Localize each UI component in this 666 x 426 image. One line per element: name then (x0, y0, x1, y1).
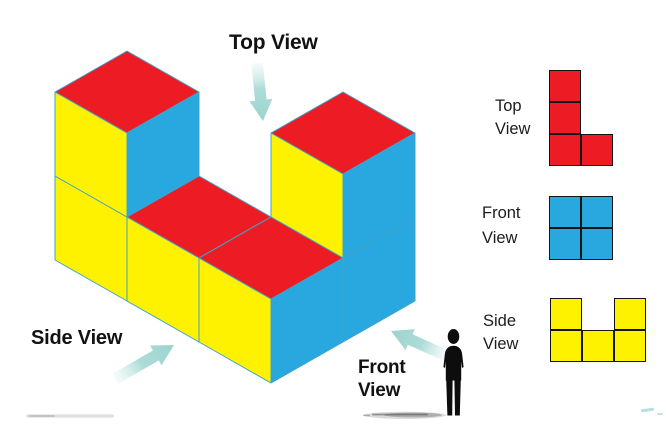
side-view-cell (614, 298, 646, 330)
panel-front-view-label: Front View (482, 201, 521, 251)
front-view-main-label-line2: View (358, 380, 401, 401)
panel-top-view-label-line2: View (495, 120, 531, 138)
cube-right-face (270, 257, 344, 384)
top-view-main-label: Top View (229, 31, 318, 54)
top-view-cell (549, 134, 581, 166)
front-view-cell (581, 196, 613, 228)
side-view-cell (550, 330, 582, 362)
teal-specks (640, 407, 663, 415)
panel-side-view-label: Side View (483, 310, 518, 356)
panel-side-view-label-line2: View (483, 335, 519, 353)
view-arrows (112, 62, 450, 384)
ground-smudge (26, 414, 114, 418)
front-view-cell (549, 228, 581, 260)
panel-top-view-label: Top View (495, 95, 530, 141)
side-view-cell (614, 330, 646, 362)
side-view-cell (550, 298, 582, 330)
top-view-arrow-icon (249, 62, 273, 121)
panel-side-view-label-line1: Side (483, 312, 517, 330)
panel-top-view-label-line1: Top (495, 97, 522, 115)
top-view-cell (549, 102, 581, 134)
panel-front-view-label-line2: View (482, 229, 518, 247)
top-view-cell (549, 70, 581, 102)
front-view-cell (581, 228, 613, 260)
side-view-arrow-icon (112, 345, 174, 384)
person-shadow (363, 411, 446, 419)
person-icon (443, 329, 464, 416)
front-view-arrow-icon (391, 329, 450, 362)
front-view-main-label-line1: Front (358, 357, 406, 378)
side-view-main-label: Side View (31, 327, 123, 349)
front-view-cell (549, 196, 581, 228)
front-view-main-label: Front View (358, 356, 406, 402)
side-view-cell (582, 330, 614, 362)
top-view-cell (581, 134, 613, 166)
cube-structure (54, 50, 416, 384)
panel-front-view-label-line1: Front (482, 204, 521, 222)
